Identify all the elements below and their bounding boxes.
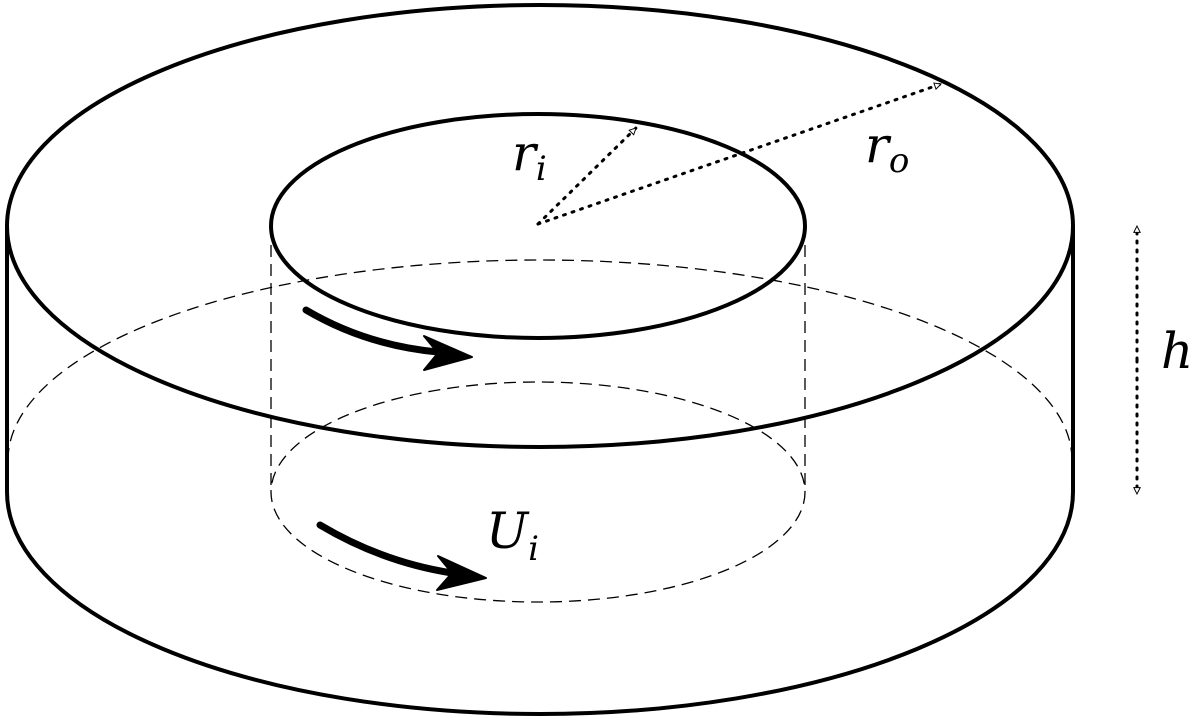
hidden-edges [7,226,1073,603]
outer-top-ellipse [5,3,1075,449]
inner-velocity-symbol: U [486,502,530,560]
outer-radius-subscript: o [889,141,909,181]
outer-bottom-hidden-edge [7,259,1073,461]
radius-indicators [536,82,943,226]
rotation-arrows [302,306,487,591]
height-symbol: h [1161,322,1193,380]
inner-radius-arrow [536,126,638,226]
rotation-arrow-top-shaft [302,306,442,356]
inner-radius-symbol: r [512,124,539,182]
solid-outline [5,3,1075,716]
outer-radius-label: ro [865,116,909,181]
inner-velocity-subscript: i [528,529,539,569]
inner-top-ellipse [269,112,807,340]
rotation-arrow-top-head [423,335,473,371]
rotation-arrow-bottom-head [436,555,487,591]
height-label: h [1161,322,1193,380]
outer-bottom-edge [5,491,1075,716]
inner-bottom-hidden-ellipse [270,381,806,603]
inner-radius-subscript: i [536,149,547,189]
rotation-arrow-bottom-shaft [316,521,456,577]
inner-radius-label: ri [512,124,547,189]
outer-radius-arrow [536,82,943,226]
outer-radius-symbol: r [865,116,892,174]
inner-velocity-label: Ui [486,502,539,569]
